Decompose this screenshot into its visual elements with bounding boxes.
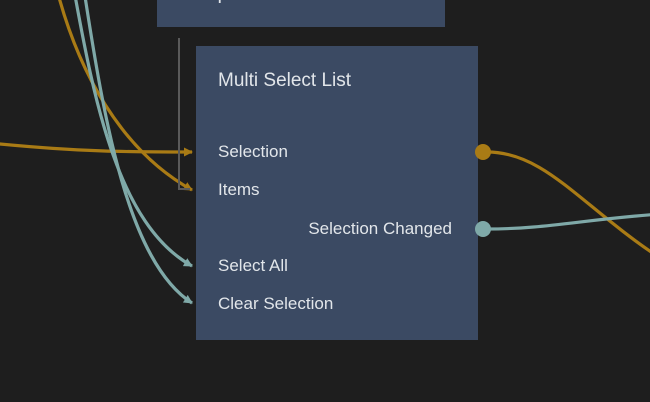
port-label-clear-selection-in: Clear Selection [218, 294, 334, 313]
port-row-selection-changed-out[interactable]: Selection Changed [196, 218, 478, 240]
wire-out-selection-changed [486, 213, 650, 231]
wire-in-clear-selection [83, 0, 193, 305]
output-dot-selection-changed[interactable] [475, 221, 491, 237]
wire-in-selection [0, 142, 193, 157]
group-guide-line [178, 38, 180, 190]
port-row-select-all-in[interactable]: Select All [196, 255, 478, 277]
output-dot-selection[interactable] [475, 144, 491, 160]
group-node[interactable]: Group [157, 0, 445, 27]
port-label-select-all-in: Select All [218, 256, 288, 275]
wire-in-items [58, 0, 193, 192]
port-label-selection-changed-out: Selection Changed [308, 219, 452, 238]
port-label-items-in: Items [218, 180, 260, 199]
port-row-selection-in[interactable]: Selection [196, 141, 478, 163]
group-guide-line-foot [178, 188, 190, 190]
wire-in-select-all [74, 0, 193, 268]
port-row-clear-selection-in[interactable]: Clear Selection [196, 293, 478, 315]
group-node-title: Group [173, 0, 229, 5]
node-title: Multi Select List [218, 70, 352, 91]
port-row-items-in[interactable]: Items [196, 179, 478, 201]
port-label-selection-in: Selection [218, 142, 288, 161]
multi-select-list-node[interactable]: Multi Select List Selection Items Select… [196, 46, 478, 340]
wire-out-selection [486, 150, 650, 254]
